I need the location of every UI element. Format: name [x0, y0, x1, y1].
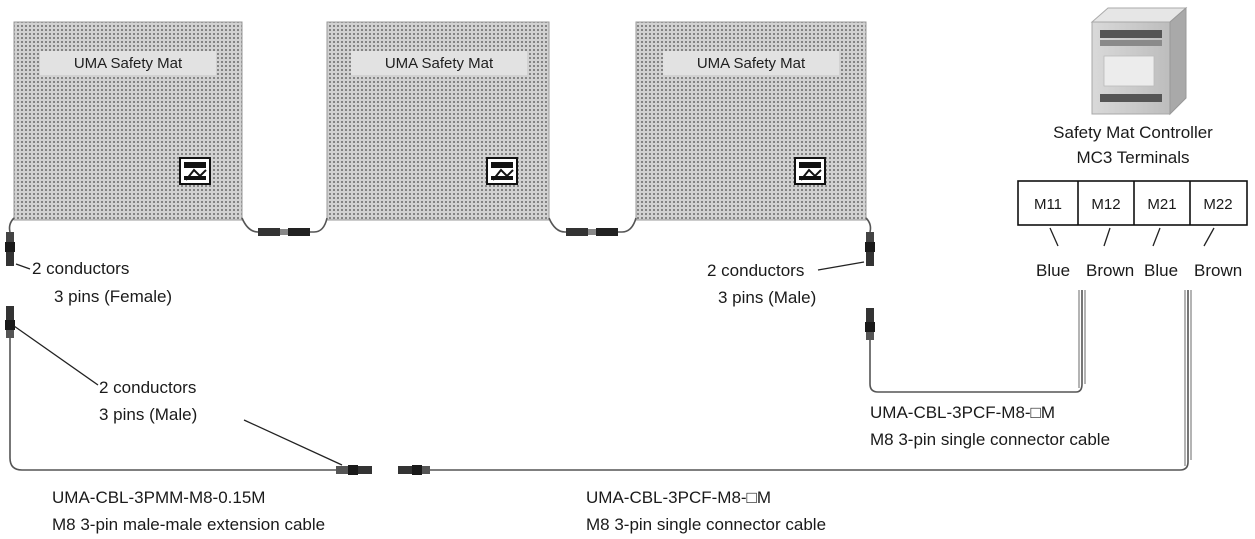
- single-connector-cable-a: [865, 290, 1086, 393]
- mat-title-2: UMA Safety Mat: [385, 55, 494, 72]
- mat-logo-icon: [486, 157, 518, 185]
- terminal-m21: M21: [1147, 196, 1176, 213]
- single-cable-b-part: UMA-CBL-3PCF-M8-□M: [586, 488, 771, 507]
- leader-mat1: [15, 263, 31, 270]
- mat-label-panel: [663, 51, 839, 75]
- mat-title-1: UMA Safety Mat: [74, 55, 183, 72]
- leader-ext-bottom: [243, 419, 343, 466]
- wire-color-1: Blue: [1036, 261, 1070, 280]
- mat1-conn-line1: 2 conductors: [32, 259, 129, 278]
- controller-title-line1: Safety Mat Controller: [1053, 123, 1213, 142]
- mat-label-panel: [40, 51, 216, 75]
- extension-cable: [5, 306, 372, 475]
- leader-ext-top: [13, 325, 99, 386]
- controller-title-line2: MC3 Terminals: [1076, 148, 1189, 167]
- wire-color-4: Brown: [1194, 261, 1242, 280]
- safety-mat-2: UMA Safety Mat: [326, 21, 550, 221]
- safety-mat-3: UMA Safety Mat: [635, 21, 867, 221]
- single-connector-cable-b: [398, 290, 1192, 475]
- mat-link-1-2: [241, 217, 328, 236]
- ext-conn-line1: 2 conductors: [99, 378, 196, 397]
- ext-conn-line2: 3 pins (Male): [99, 405, 197, 424]
- mat-logo-icon: [794, 157, 826, 185]
- single-cable-a-desc: M8 3-pin single connector cable: [870, 430, 1110, 449]
- extension-cable-desc: M8 3-pin male-male extension cable: [52, 515, 325, 534]
- terminal-block: M11 M12 M21 M22: [1017, 180, 1248, 226]
- terminal-m12: M12: [1091, 196, 1120, 213]
- terminal-leaders: [1049, 227, 1215, 247]
- mat3-conn-line2: 3 pins (Male): [718, 288, 816, 307]
- terminal-m11: M11: [1034, 196, 1062, 213]
- single-cable-a-part: UMA-CBL-3PCF-M8-□M: [870, 403, 1055, 422]
- mat-logo-icon: [179, 157, 211, 185]
- mat1-conn-line2: 3 pins (Female): [54, 287, 172, 306]
- mat3-conn-line1: 2 conductors: [707, 261, 804, 280]
- wire-color-3: Blue: [1144, 261, 1178, 280]
- mat3-male-connector: [865, 217, 875, 266]
- mat-link-2-3: [548, 217, 637, 236]
- single-cable-b-desc: M8 3-pin single connector cable: [586, 515, 826, 534]
- mat-title-3: UMA Safety Mat: [697, 55, 806, 72]
- safety-mat-1: UMA Safety Mat: [13, 21, 243, 221]
- mat-label-panel: [351, 51, 527, 75]
- extension-cable-part: UMA-CBL-3PMM-M8-0.15M: [52, 488, 265, 507]
- wire-color-2: Brown: [1086, 261, 1134, 280]
- terminal-m22: M22: [1203, 196, 1232, 213]
- leader-mat3: [817, 261, 865, 271]
- mat1-female-connector: [5, 217, 15, 266]
- controller-unit-image: [1090, 6, 1188, 116]
